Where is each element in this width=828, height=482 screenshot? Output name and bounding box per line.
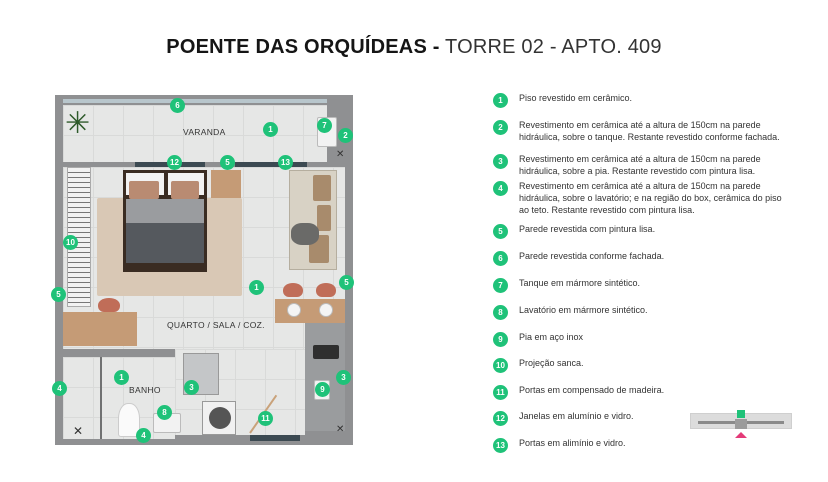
- legend-text: Parede revestida com pintura lisa.: [519, 224, 656, 234]
- orientation-arrow-icon: [735, 432, 747, 438]
- plan-marker-1: 1: [263, 122, 278, 137]
- key-plan: [690, 410, 792, 440]
- project-name: POENTE DAS ORQUÍDEAS -: [166, 36, 440, 58]
- legend-number-badge: 10: [493, 358, 508, 373]
- legend-text: Tanque em mármore sintético.: [519, 278, 641, 288]
- plant-icon: ✳: [65, 107, 91, 140]
- blanket: [126, 223, 204, 263]
- legend-number-badge: 4: [493, 181, 508, 196]
- legend-item: 12 Janelas em alumínio e vidro.: [493, 410, 791, 426]
- shower-x-icon: ✕: [73, 424, 84, 438]
- balcony-railing: [63, 99, 327, 103]
- legend-text: Janelas em alumínio e vidro.: [519, 411, 634, 421]
- sliding-door: [235, 162, 307, 167]
- building-core: [735, 419, 747, 429]
- cushion: [129, 181, 159, 199]
- page-title: POENTE DAS ORQUÍDEAS - TORRE 02 - APTO. …: [0, 36, 828, 59]
- dining-counter: [275, 299, 345, 323]
- plan-marker-6: 6: [170, 98, 185, 113]
- throw-blanket: [291, 223, 319, 245]
- legend-item: 3 Revestimento em cerâmica até a altura d…: [493, 153, 791, 177]
- legend-number-badge: 13: [493, 438, 508, 453]
- plate: [287, 303, 301, 317]
- legend-number-badge: 7: [493, 278, 508, 293]
- legend-text: Portas em compensado de madeira.: [519, 385, 665, 395]
- legend-item: 8 Lavatório em mármore sintético.: [493, 304, 791, 320]
- legend-item: 13 Portas em alimínio e vidro.: [493, 437, 791, 453]
- plan-marker-4: 4: [52, 381, 67, 396]
- legend-item: 10 Projeção sanca.: [493, 357, 791, 373]
- legend-item: 5 Parede revestida com pintura lisa.: [493, 223, 791, 239]
- desk: [63, 312, 137, 346]
- sofa-cushion: [317, 205, 331, 231]
- legend-number-badge: 11: [493, 385, 508, 400]
- legend-text: Parede revestida conforme fachada.: [519, 251, 665, 261]
- plan-marker-10: 10: [63, 235, 78, 250]
- plan-marker-3: 3: [184, 380, 199, 395]
- plan-marker-5: 5: [51, 287, 66, 302]
- bed-sheet: [126, 199, 204, 223]
- legend-text: Revestimento em cerâmica até a altura de…: [519, 154, 761, 176]
- chair: [283, 283, 303, 297]
- entry-threshold: [250, 435, 300, 441]
- plan-marker-5: 5: [220, 155, 235, 170]
- unit-highlight: [737, 410, 745, 418]
- partition-wall: [100, 357, 102, 439]
- plan-marker-8: 8: [157, 405, 172, 420]
- chair: [98, 298, 120, 312]
- plan-marker-2: 2: [338, 128, 353, 143]
- legend-item: 9 Pia em aço inox: [493, 331, 791, 347]
- unit-name: TORRE 02 - APTO. 409: [445, 36, 662, 58]
- legend-number-badge: 1: [493, 93, 508, 108]
- legend-number-badge: 2: [493, 120, 508, 135]
- plan-marker-1: 1: [249, 280, 264, 295]
- plan-marker-1: 1: [114, 370, 129, 385]
- plan-marker-7: 7: [317, 118, 332, 133]
- shaft-x-icon: ✕: [336, 424, 345, 435]
- chair: [316, 283, 336, 297]
- legend-text: Pia em aço inox: [519, 332, 584, 342]
- legend-text: Revestimento em cerâmica até a altura de…: [519, 120, 780, 142]
- legend-number-badge: 3: [493, 154, 508, 169]
- plan-marker-3: 3: [336, 370, 351, 385]
- shaft-x-icon: ✕: [336, 149, 345, 160]
- legend-number-badge: 8: [493, 305, 508, 320]
- plan-marker-12: 12: [167, 155, 182, 170]
- legend-text: Lavatório em mármore sintético.: [519, 305, 648, 315]
- main-room-label: QUARTO / SALA / COZ.: [167, 320, 265, 330]
- legend-item: 7 Tanque em mármore sintético.: [493, 277, 791, 293]
- legend-number-badge: 6: [493, 251, 508, 266]
- legend-text: Projeção sanca.: [519, 358, 584, 368]
- plate: [319, 303, 333, 317]
- legend-item: 6 Parede revestida conforme fachada.: [493, 250, 791, 266]
- legend-item: 2 Revestimento em cerâmica até a altura d…: [493, 119, 791, 143]
- legend-text: Piso revestido em cerâmico.: [519, 93, 633, 103]
- legend-item: 11 Portas em compensado de madeira.: [493, 384, 791, 400]
- cushion: [171, 181, 199, 199]
- plan-marker-4: 4: [136, 428, 151, 443]
- bathroom-label: BANHO: [129, 385, 161, 395]
- legend-number-badge: 5: [493, 224, 508, 239]
- plan-marker-5: 5: [339, 275, 354, 290]
- balcony-area: [63, 105, 327, 162]
- balcony-label: VARANDA: [183, 127, 226, 137]
- washing-machine: [202, 401, 236, 435]
- toilet: [118, 403, 140, 437]
- cooktop: [313, 345, 339, 359]
- legend-item: 4 Revestimento em cerâmica até a altura d…: [493, 180, 791, 216]
- legend-item: 1 Piso revestido em cerâmico.: [493, 92, 791, 108]
- plan-marker-13: 13: [278, 155, 293, 170]
- legend-number-badge: 12: [493, 411, 508, 426]
- legend-number-badge: 9: [493, 332, 508, 347]
- sofa-cushion: [313, 175, 331, 201]
- legend-text: Revestimento em cerâmica até a altura de…: [519, 181, 782, 215]
- nightstand: [211, 170, 241, 198]
- floor-plan: ✳ VARANDA ✕ QUARTO / SALA / COZ. ✕ BANHO…: [51, 95, 354, 445]
- plan-marker-9: 9: [315, 382, 330, 397]
- legend-text: Portas em alimínio e vidro.: [519, 438, 626, 448]
- plan-marker-11: 11: [258, 411, 273, 426]
